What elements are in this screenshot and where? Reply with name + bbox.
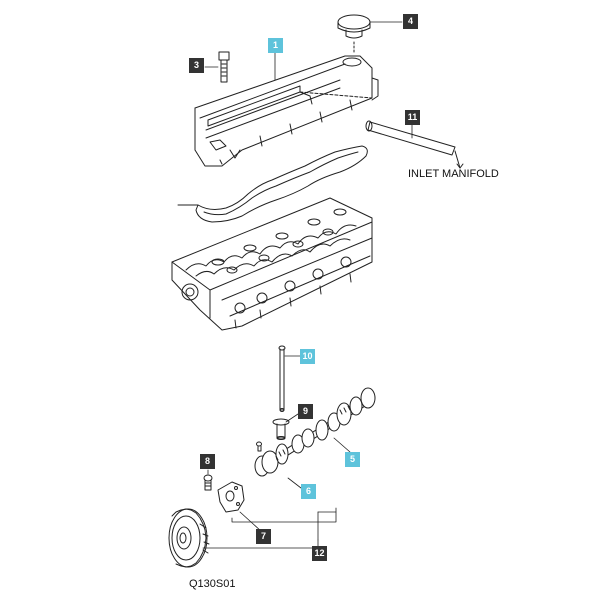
cover-bolt	[218, 51, 230, 83]
figure-code-label: Q130S01	[189, 578, 236, 590]
camshaft-gear	[168, 508, 210, 568]
push-rod	[278, 345, 286, 412]
callout-1: 1	[268, 38, 283, 53]
callout-3: 3	[189, 58, 204, 73]
callout-7: 7	[256, 529, 271, 544]
rocker-cover	[194, 55, 379, 167]
callout-12: 12	[312, 546, 327, 561]
breather-tube	[365, 120, 464, 169]
cover-gasket	[177, 145, 368, 223]
callout-9: 9	[298, 404, 313, 419]
oil-filler-cap	[337, 14, 371, 53]
callout-10: 10	[300, 349, 315, 364]
thrust-plate-bolt	[203, 474, 213, 491]
callout-5: 5	[345, 452, 360, 467]
callout-4: 4	[403, 14, 418, 29]
tappet	[272, 418, 290, 440]
callout-11: 11	[405, 110, 420, 125]
camshaft	[254, 387, 376, 477]
locating-pin	[256, 441, 262, 452]
inlet-manifold-label: INLET MANIFOLD	[408, 168, 499, 180]
thrust-plate	[217, 481, 245, 513]
callout-8: 8	[200, 454, 215, 469]
cylinder-head	[171, 197, 373, 331]
callout-6: 6	[301, 484, 316, 499]
leader-lines	[202, 21, 413, 549]
